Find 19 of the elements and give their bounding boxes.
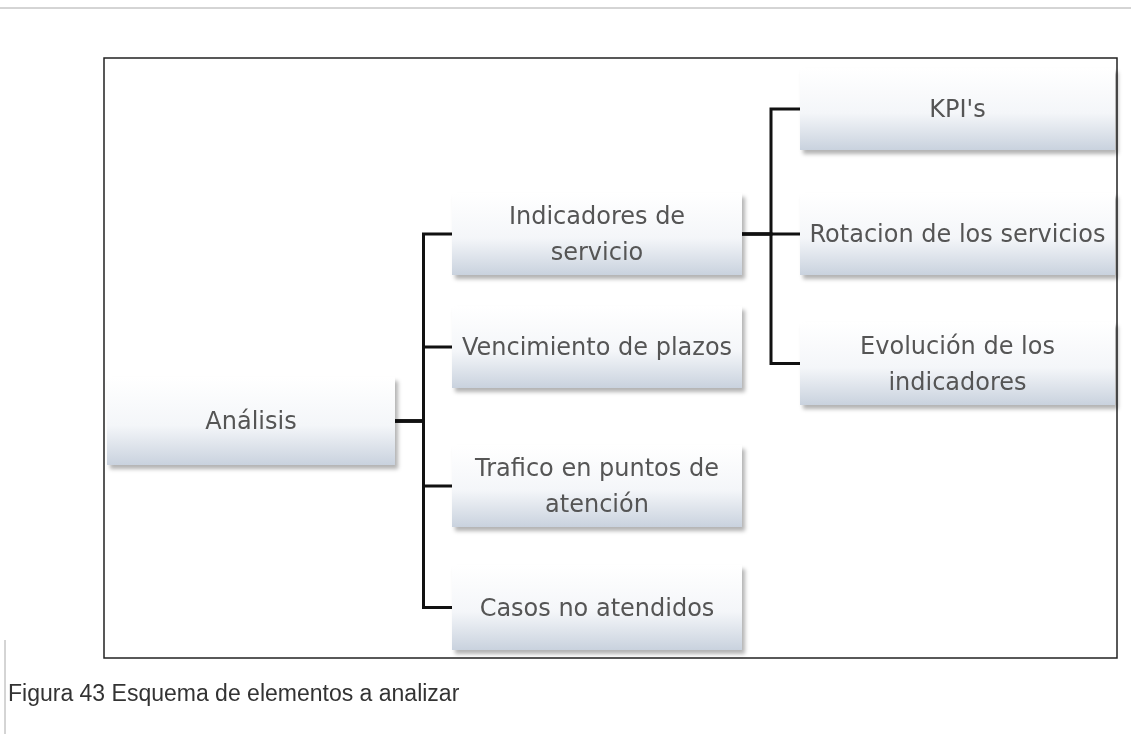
- node-box: [800, 322, 1115, 405]
- connector-line: [395, 419, 452, 609]
- node-label: Análisis: [205, 406, 297, 437]
- node-box: [800, 193, 1115, 275]
- node-box: [452, 565, 742, 650]
- node-label: Trafico en puntos de atención: [474, 453, 720, 520]
- node-box: [452, 445, 742, 527]
- node-box: [800, 68, 1115, 150]
- node-box: [452, 306, 742, 388]
- node-box: [452, 193, 742, 275]
- connector-line: [742, 232, 800, 365]
- node-box: [107, 377, 395, 465]
- figure-caption: Figura 43 Esquema de elementos a analizar: [8, 680, 460, 707]
- node-label: Casos no atendidos: [479, 592, 715, 624]
- node-label: Vencimiento de plazos: [461, 332, 733, 363]
- node-label: Rotacion de los servicios: [809, 219, 1106, 250]
- node-label: Evolución de los indicadores: [859, 330, 1056, 398]
- node-label: KPI's: [929, 94, 986, 125]
- node-label: Indicadores de servicio: [507, 201, 687, 268]
